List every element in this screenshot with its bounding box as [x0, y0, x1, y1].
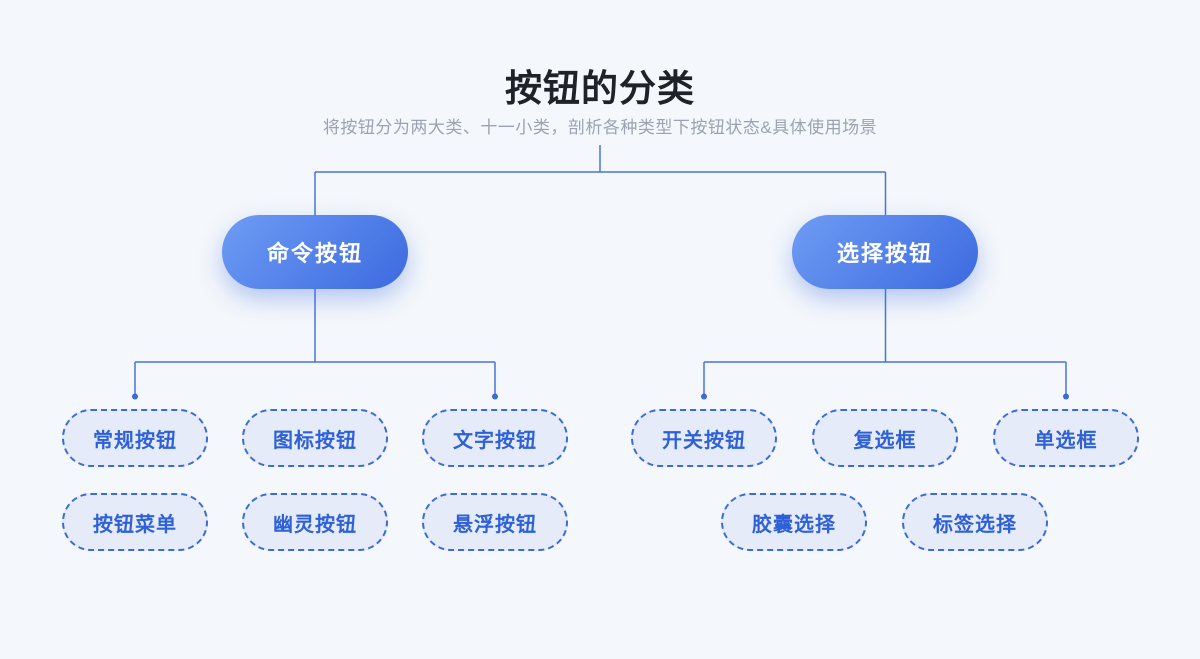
node-command-buttons-label: 命令按钮	[266, 241, 363, 266]
leaf-label: 悬浮按钮	[453, 513, 537, 536]
leaf-label: 复选框	[853, 429, 917, 452]
leaf-label: 文字按钮	[453, 429, 537, 452]
leaf-icon-button: 图标按钮	[242, 409, 388, 467]
leaf-switch-button: 开关按钮	[631, 409, 777, 467]
leaf-label: 标签选择	[933, 513, 1017, 536]
leaf-radio-box: 单选框	[993, 409, 1139, 467]
leaf-label: 常规按钮	[93, 429, 177, 452]
leaf-capsule-select: 胶囊选择	[721, 493, 867, 551]
leaf-checkbox: 复选框	[812, 409, 958, 467]
leaf-label: 按钮菜单	[93, 513, 177, 536]
leaf-button-menu: 按钮菜单	[62, 493, 208, 551]
leaf-label: 幽灵按钮	[273, 513, 357, 536]
node-selection-buttons-label: 选择按钮	[836, 241, 933, 266]
leaf-ghost-button: 幽灵按钮	[242, 493, 388, 551]
page-subtitle: 将按钮分为两大类、十一小类，剖析各种类型下按钮状态&具体使用场景	[322, 118, 878, 137]
leaf-floating-button: 悬浮按钮	[422, 493, 568, 551]
leaf-label: 图标按钮	[273, 429, 357, 452]
leaf-label: 单选框	[1034, 429, 1098, 452]
leaf-text-button: 文字按钮	[422, 409, 568, 467]
page-title: 按钮的分类	[505, 68, 695, 109]
leaf-tag-select: 标签选择	[902, 493, 1048, 551]
node-command-buttons: 命令按钮	[222, 215, 408, 289]
node-selection-buttons: 选择按钮	[792, 215, 978, 289]
leaf-label: 开关按钮	[662, 429, 746, 452]
leaf-regular-button: 常规按钮	[62, 409, 208, 467]
leaf-label: 胶囊选择	[752, 513, 836, 536]
